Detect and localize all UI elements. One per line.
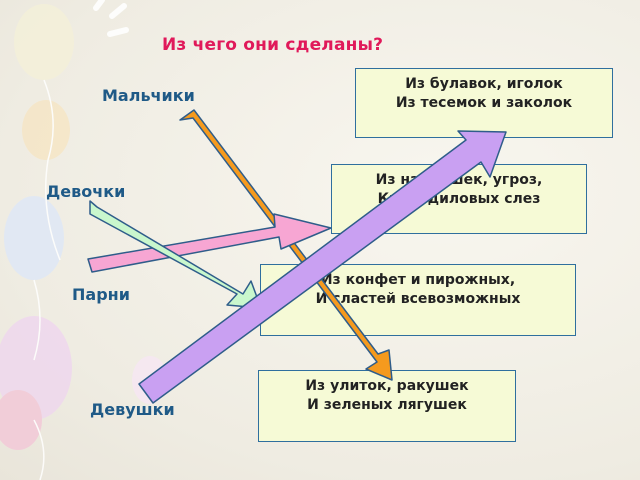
answer-line: И сластей всевозможных — [315, 291, 521, 307]
answer-line: Из улиток, ракушек — [305, 378, 469, 394]
arrow-purple — [138, 130, 507, 404]
answer-box-1: Из булавок, иголок Из тесемок и заколок — [355, 68, 613, 138]
answer-line: Из булавок, иголок — [405, 76, 563, 92]
arrow-pink — [87, 213, 332, 273]
label-girls: Девочки — [46, 182, 126, 201]
balloon-icon — [0, 4, 168, 480]
answer-line: Из конфет и пирожных, — [320, 272, 516, 288]
label-lads: Парни — [72, 285, 130, 304]
slide-title: Из чего они сделаны? — [162, 35, 384, 55]
label-maidens: Девушки — [90, 400, 175, 419]
answer-line: И зеленых лягушек — [307, 397, 467, 413]
sun-rays-decoration — [93, 0, 129, 37]
arrow-orange — [179, 109, 393, 381]
answer-line: Из тесемок и заколок — [395, 95, 573, 111]
label-boys: Мальчики — [102, 86, 195, 105]
